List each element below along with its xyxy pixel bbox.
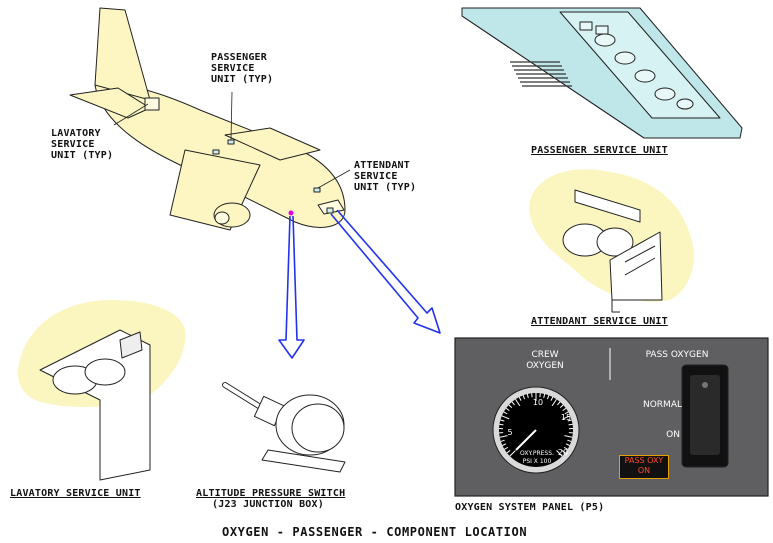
- gauge-tick-mark: [505, 407, 510, 412]
- gauge-tick-mark: [561, 450, 566, 454]
- gauge-tick-mark: [559, 404, 564, 408]
- gauge-tick-mark: [546, 395, 550, 400]
- location-arrows: [278, 209, 441, 359]
- airplane-illustration: [69, 7, 346, 231]
- pass-oxygen-label: PASS OXYGEN: [645, 350, 709, 360]
- pass-oxy-on-light: PASS OXY ON: [619, 455, 669, 479]
- gauge-tick-mark: [543, 393, 546, 399]
- gauge-tick-10: 10: [532, 398, 544, 407]
- altitude-pressure-switch-illustration: [222, 382, 346, 473]
- gauge-tick-mark: [564, 411, 569, 415]
- gauge-tick-mark: [563, 446, 568, 450]
- gauge-tick-15: 15: [560, 413, 572, 422]
- gauge-tick-mark: [565, 443, 570, 446]
- gauge-unit-label: OXY.PRESS. PSI X 100: [520, 450, 554, 465]
- gauge-tick-5: 5: [507, 428, 513, 437]
- gauge-tick-mark: [551, 398, 557, 407]
- psu-callout-label: PASSENGER SERVICE UNIT (TYP): [211, 52, 274, 85]
- gauge-needle: [515, 429, 537, 451]
- gauge-tick-mark: [515, 398, 521, 407]
- gauge-tick-mark: [526, 393, 529, 399]
- passenger-service-unit-illustration: [461, 7, 743, 139]
- gauge-tick-mark: [568, 423, 573, 426]
- switch-location-dot: [288, 210, 294, 216]
- gauge-tick-mark: [550, 396, 554, 401]
- gauge-tick-mark: [499, 435, 508, 438]
- panel-title: OXYGEN SYSTEM PANEL (P5): [455, 502, 605, 513]
- lav-title: LAVATORY SERVICE UNIT: [10, 488, 141, 499]
- gauge-tick-mark: [557, 401, 561, 406]
- gauge-tick-mark: [511, 401, 515, 406]
- attendant-service-unit-illustration: [529, 169, 694, 313]
- gauge-ticks: [499, 393, 573, 457]
- psu-title: PASSENGER SERVICE UNIT: [531, 145, 668, 156]
- lav-callout-label: LAVATORY SERVICE UNIT (TYP): [51, 128, 114, 161]
- att-callout-label: ATTENDANT SERVICE UNIT (TYP): [354, 160, 417, 193]
- gauge-tick-mark: [518, 396, 522, 401]
- gauge-tick-mark: [499, 423, 504, 426]
- gauge-tick-20: 20: [557, 448, 569, 457]
- oxygen-system-panel: [454, 337, 769, 497]
- gauge-tick-mark: [502, 443, 507, 446]
- gauge-tick-mark: [556, 450, 563, 457]
- gauge-tick-mark: [562, 407, 567, 412]
- att-title: ATTENDANT SERVICE UNIT: [531, 316, 668, 327]
- figure-title: OXYGEN - PASSENGER - COMPONENT LOCATION: [222, 525, 528, 539]
- gauge-tick-mark: [509, 450, 516, 457]
- gauge-tick-mark: [567, 419, 572, 422]
- on-label: ON: [666, 430, 680, 440]
- callout-leaders: [113, 91, 351, 189]
- gauge-tick-mark: [504, 446, 509, 450]
- gauge-tick-mark: [508, 404, 513, 408]
- gauge-tick-mark: [501, 415, 510, 420]
- gauge-tick-mark: [506, 450, 511, 454]
- gauge-tick-mark: [564, 435, 573, 438]
- crew-oxygen-label: CREW OXYGEN: [526, 350, 564, 371]
- gauge-tick-mark: [500, 419, 505, 422]
- gauge-tick-mark: [562, 415, 571, 420]
- switch-title: ALTITUDE PRESSURE SWITCH: [196, 488, 346, 499]
- gauge-tick-mark: [522, 395, 526, 400]
- switch-subtitle: (J23 JUNCTION BOX): [212, 499, 324, 510]
- lavatory-service-unit-illustration: [17, 300, 186, 481]
- normal-label: NORMAL: [642, 400, 682, 410]
- gauge-tick-mark: [503, 411, 508, 415]
- gauge-tick-mark: [500, 439, 505, 442]
- gauge-tick-mark: [567, 439, 572, 442]
